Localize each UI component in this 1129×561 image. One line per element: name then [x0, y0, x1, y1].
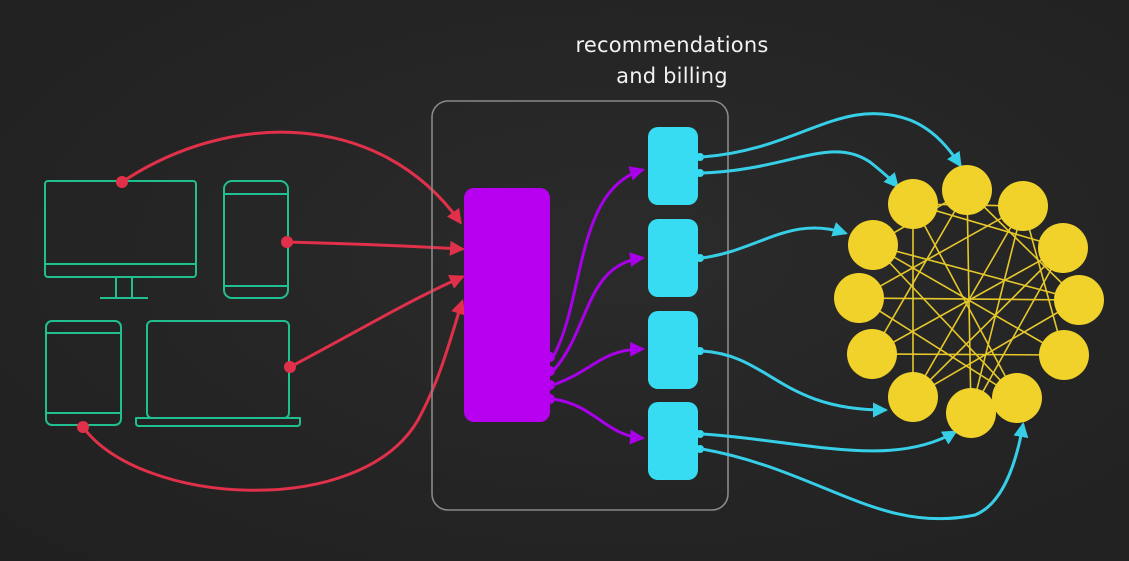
gateway-service-1-arrow	[551, 166, 645, 359]
cluster-node-2	[942, 165, 992, 215]
cluster-node-7	[1054, 275, 1104, 325]
desktop-monitor-icon	[44, 180, 197, 299]
laptop-icon	[135, 320, 301, 427]
cluster-node-4	[848, 220, 898, 270]
cluster-node-12	[992, 373, 1042, 423]
api-gateway-block	[464, 188, 550, 422]
service-4-node-arrow-a	[700, 430, 958, 453]
client-request-arrows	[81, 130, 466, 492]
cluster-node-5	[1038, 223, 1088, 273]
cluster-node-3	[998, 181, 1048, 231]
tablet-icon	[45, 320, 122, 426]
tablet-request-arrow	[81, 299, 466, 492]
client-dots	[77, 176, 296, 433]
cluster-node-9	[1039, 330, 1089, 380]
title-line-2: and billing	[616, 64, 728, 88]
cluster-node-8	[847, 329, 897, 379]
laptop-dot	[284, 361, 296, 373]
gateway-service-3-arrow	[551, 341, 645, 387]
tablet-dot	[77, 421, 89, 433]
cluster-nodes	[834, 165, 1104, 438]
node-mesh-links	[858, 189, 1080, 414]
service-block-4	[648, 402, 698, 480]
gateway-service-2-arrow	[551, 252, 645, 373]
cluster-node-10	[888, 372, 938, 422]
service-block-2	[648, 219, 698, 297]
service-3-node-arrow	[700, 349, 888, 418]
service-1-node-arrow-a	[700, 112, 962, 168]
cluster-node-6	[834, 273, 884, 323]
service-1-node-arrow-b	[700, 150, 899, 189]
service-4-node-arrow-b	[700, 422, 1029, 521]
gateway-service-4-arrow	[551, 397, 645, 445]
microservices	[648, 127, 704, 480]
title-line-1: recommendations	[575, 33, 769, 57]
cluster-node-1	[888, 179, 938, 229]
service-block-1	[648, 127, 698, 205]
laptop-request-arrow	[288, 274, 465, 369]
service-2-node-arrow	[700, 222, 848, 260]
container-title: recommendations and billing	[520, 30, 824, 92]
gateway-to-service-arrows	[551, 166, 645, 445]
gateway-ports	[545, 352, 555, 404]
desktop-request-arrow	[120, 130, 462, 225]
phone-request-arrow	[285, 240, 465, 256]
phone-dot	[281, 236, 293, 248]
cluster-node-11	[946, 388, 996, 438]
service-block-3	[648, 311, 698, 389]
smartphone-icon	[223, 180, 289, 299]
desktop-dot	[116, 176, 128, 188]
service-to-node-arrows	[700, 112, 1029, 521]
services-container	[431, 100, 729, 511]
client-devices	[44, 180, 301, 427]
